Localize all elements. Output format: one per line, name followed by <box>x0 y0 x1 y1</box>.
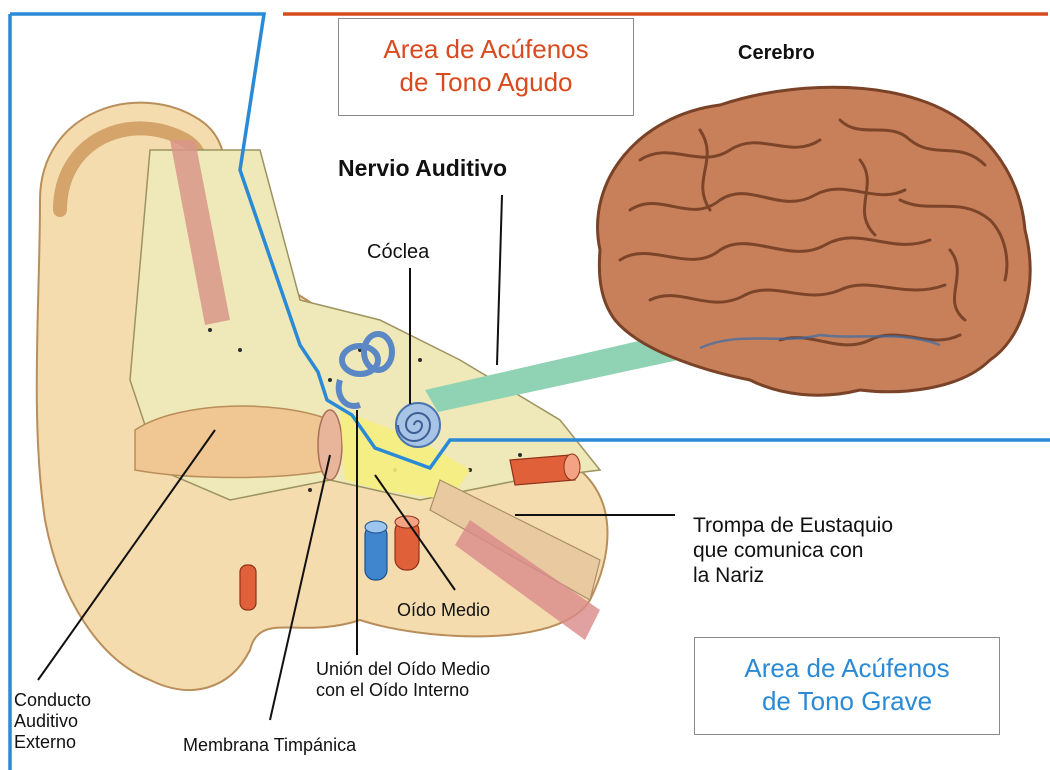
brain-label: Cerebro <box>738 42 815 64</box>
cochlea-shape <box>395 402 441 448</box>
nerve-leader-line <box>496 194 503 366</box>
blood-vessels <box>239 453 581 611</box>
cochlea-label: Cóclea <box>367 241 430 263</box>
eustachian-tube-shape <box>429 479 601 601</box>
leader-lines <box>37 194 675 721</box>
brain-illustration <box>596 85 1032 397</box>
eustachian-tube-label: Trompa de Eustaquio que comunica con la … <box>693 514 894 587</box>
low-tone-area-box: Area de Acúfenos de Tono Grave <box>694 637 1000 735</box>
eardrum-shape <box>317 409 343 481</box>
eardrum-leader-line <box>269 454 331 721</box>
high-tone-area-box: Area de Acúfenos de Tono Agudo <box>338 18 634 116</box>
semicircular-canals <box>335 331 395 409</box>
junction-label: Unión del Oído Medio con el Oído Interno <box>316 659 491 701</box>
low-tone-boundary <box>10 12 1050 471</box>
ear-canal-shape <box>134 405 331 479</box>
middle-ear-leader-line <box>374 474 456 591</box>
auditory-nerve-label: Nervio Auditivo <box>338 155 508 181</box>
ear-canal-leader-line <box>37 429 216 681</box>
eardrum-label: Membrana Timpánica <box>183 735 357 755</box>
eustachian-muscle <box>455 520 600 640</box>
ear-canal-label: Conducto Auditivo Externo <box>14 690 92 753</box>
middle-ear-label: Oído Medio <box>397 600 491 620</box>
muscle-strip <box>170 140 230 325</box>
middle-ear-cavity <box>340 410 470 500</box>
